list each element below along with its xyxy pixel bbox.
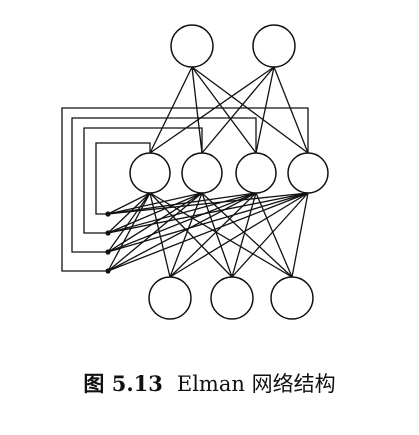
context-unit-2 xyxy=(105,230,111,236)
edge-context-3-hidden-1 xyxy=(107,192,151,253)
input-node-3 xyxy=(270,276,314,320)
context-unit-4 xyxy=(105,268,111,274)
edge-context-3-hidden-3 xyxy=(107,192,257,253)
output-node-1 xyxy=(170,24,214,68)
context-unit-1 xyxy=(105,211,111,217)
edge-context-4-hidden-2 xyxy=(107,192,203,272)
edge-input-3-hidden-4 xyxy=(291,192,309,278)
edge-hidden-3-output-1 xyxy=(191,66,257,154)
feedback-loop-hidden-3 xyxy=(71,117,257,253)
hidden-node-1 xyxy=(129,152,171,194)
edge-input-3-hidden-2 xyxy=(201,192,293,278)
edge-context-2-hidden-3 xyxy=(107,192,257,234)
edge-context-2-hidden-1 xyxy=(107,192,151,234)
edge-context-1-hidden-2 xyxy=(107,192,203,215)
hidden-node-2 xyxy=(181,152,223,194)
feedback-loop-hidden-2 xyxy=(83,127,203,234)
hidden-node-3 xyxy=(235,152,277,194)
input-node-1 xyxy=(148,276,192,320)
edge-context-2-hidden-2 xyxy=(107,192,203,234)
edge-hidden-3-output-2 xyxy=(255,66,275,154)
edge-hidden-4-output-2 xyxy=(273,66,309,154)
edge-input-2-hidden-2 xyxy=(201,192,233,278)
caption-title: Elman 网络结构 xyxy=(176,372,336,396)
edge-context-2-hidden-4 xyxy=(107,192,309,234)
edge-input-2-hidden-1 xyxy=(149,192,233,278)
edge-hidden-4-output-1 xyxy=(191,66,309,154)
edge-context-3-hidden-4 xyxy=(107,192,309,253)
edge-context-1-hidden-1 xyxy=(107,192,151,215)
feedback-loop-hidden-1 xyxy=(95,142,151,215)
edge-input-2-hidden-3 xyxy=(231,192,257,278)
edge-hidden-1-output-1 xyxy=(149,66,193,154)
figure-caption: 图 5.13 Elman 网络结构 xyxy=(0,368,419,398)
edge-context-4-hidden-3 xyxy=(107,192,257,272)
edge-input-1-hidden-2 xyxy=(169,192,203,278)
edge-input-2-hidden-4 xyxy=(231,192,309,278)
edge-input-1-hidden-3 xyxy=(169,192,257,278)
edge-hidden-2-output-1 xyxy=(191,66,203,154)
output-node-2 xyxy=(252,24,296,68)
edge-hidden-1-output-2 xyxy=(149,66,275,154)
edge-context-1-hidden-3 xyxy=(107,192,257,215)
edge-context-1-hidden-4 xyxy=(107,192,309,215)
edge-input-1-hidden-4 xyxy=(169,192,309,278)
caption-label: 图 5.13 xyxy=(83,371,163,396)
edge-hidden-2-output-2 xyxy=(201,66,275,154)
hidden-node-4 xyxy=(287,152,329,194)
input-node-2 xyxy=(210,276,254,320)
edge-context-4-hidden-1 xyxy=(107,192,151,272)
edge-context-3-hidden-2 xyxy=(107,192,203,253)
edge-context-4-hidden-4 xyxy=(107,192,309,272)
context-unit-3 xyxy=(105,249,111,255)
feedback-loop-hidden-4 xyxy=(61,107,309,272)
